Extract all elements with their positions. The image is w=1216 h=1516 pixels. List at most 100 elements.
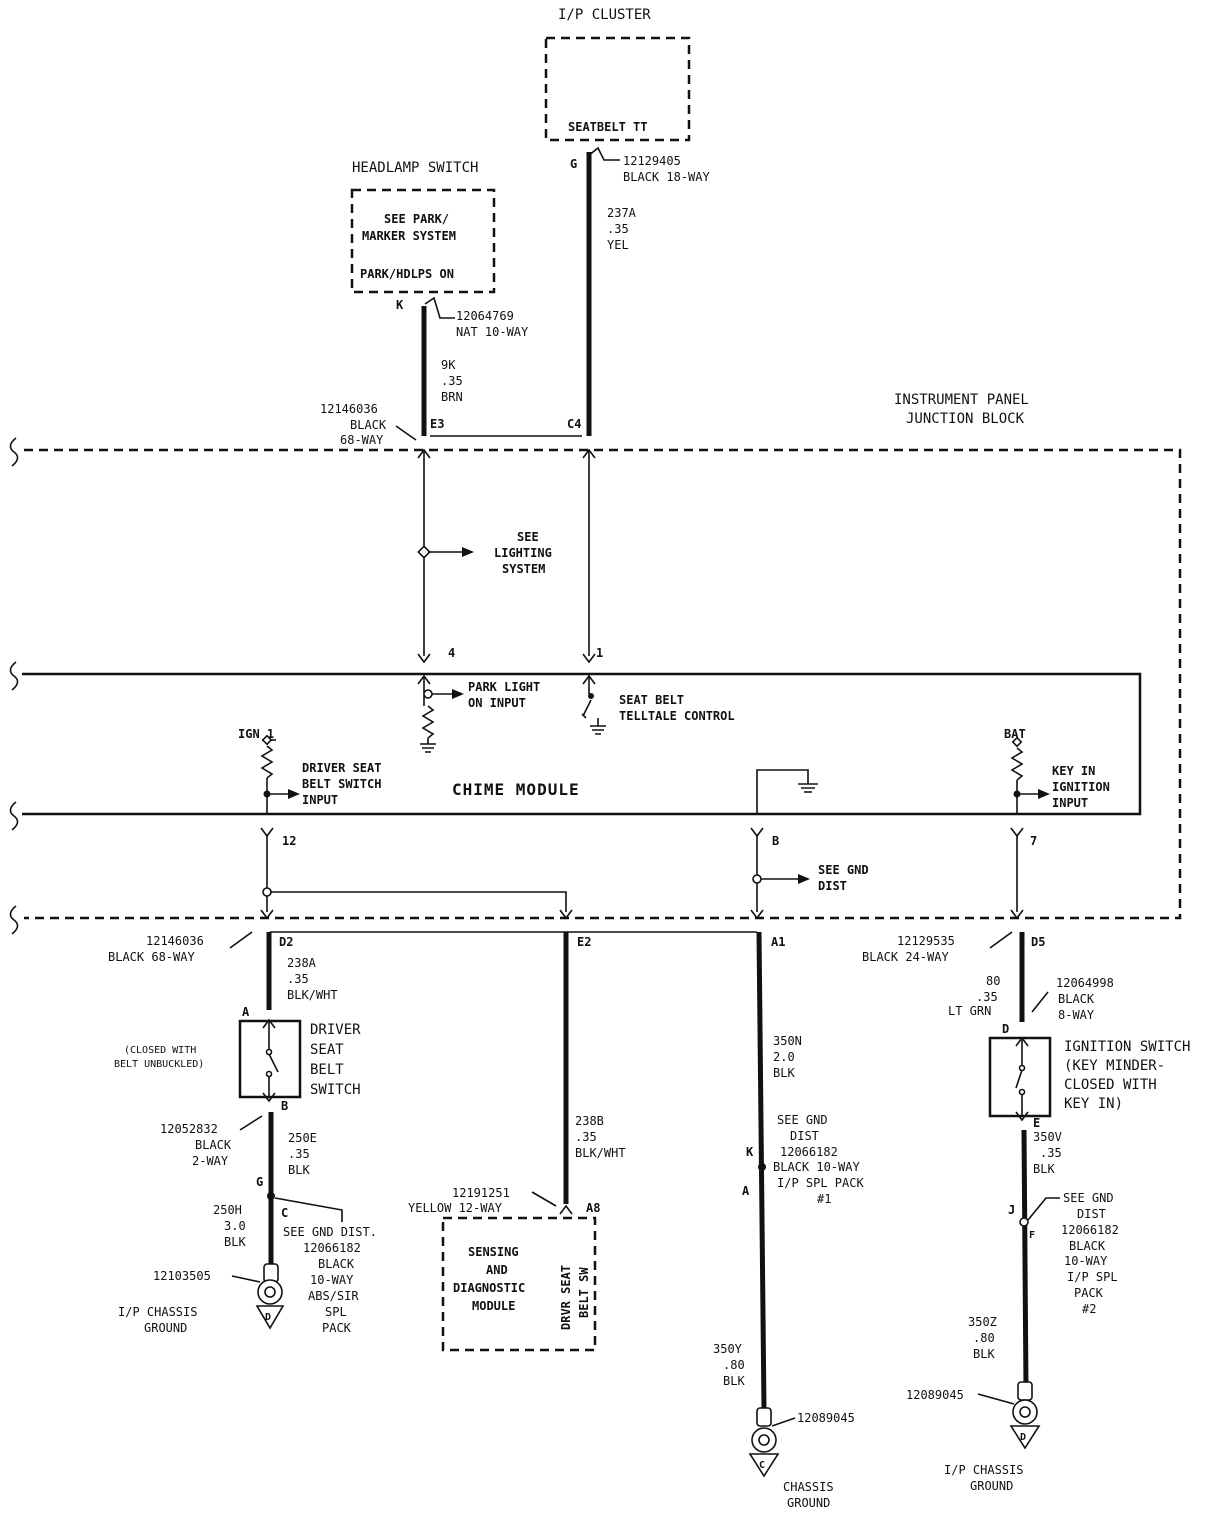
conn-leader (531, 1191, 557, 1207)
conn-12052832-way: 2-WAY (192, 1154, 229, 1168)
wire-350z-gauge: .80 (973, 1331, 995, 1345)
ring-terminal (756, 1407, 772, 1427)
terminal-arrow (559, 1204, 573, 1215)
terminal-arrow (417, 653, 431, 664)
ignition-line-2: (KEY MINDER- (1064, 1058, 1165, 1074)
park-light-1: PARK LIGHT (468, 680, 540, 694)
splice-mid-2: DIST (790, 1129, 819, 1143)
arrow-right-icon (1038, 789, 1050, 799)
node (752, 874, 762, 884)
conn-12064769-desc: NAT 10-WAY (456, 325, 529, 339)
ground-right-label-2: GROUND (970, 1479, 1013, 1493)
conn-12129405-part: 12129405 (623, 154, 681, 168)
driver-switch-note-2: BELT UNBUCKLED) (114, 1059, 204, 1070)
ground-middle-label-2: GROUND (787, 1496, 830, 1510)
junction-title-2: JUNCTION BLOCK (906, 411, 1025, 427)
wire-350n-color: BLK (773, 1066, 795, 1080)
wire-237a-color: YEL (607, 238, 629, 252)
ignition-line-4: KEY IN) (1064, 1096, 1123, 1112)
wire-238b-gauge: .35 (575, 1130, 597, 1144)
sdm-line-4: MODULE (472, 1299, 515, 1313)
node (265, 1048, 273, 1056)
wire-250h-color: BLK (224, 1235, 246, 1249)
splice-mid-5: I/P SPL PACK (777, 1176, 864, 1190)
conn-top-part: 12146036 (320, 402, 378, 416)
pin-e3: E3 (430, 417, 444, 431)
splice-point (267, 1192, 275, 1200)
splice-leader (1027, 1197, 1060, 1221)
splice-left-2: 12066182 (303, 1241, 361, 1255)
node (588, 693, 594, 699)
node (1018, 1064, 1026, 1072)
wire-350y-color: BLK (723, 1374, 745, 1388)
headlamp-switch-title: HEADLAMP SWITCH (352, 160, 478, 176)
splice-left-7: PACK (322, 1321, 352, 1335)
splice-mid-4: BLACK 10-WAY (773, 1160, 860, 1174)
driver-switch-line-2: SEAT (310, 1042, 344, 1058)
sdm-line-2: AND (486, 1263, 508, 1277)
wire-238b-color: BLK/WHT (575, 1146, 626, 1160)
node (263, 790, 271, 798)
pin-1: 1 (596, 646, 603, 660)
node (261, 734, 273, 746)
arrow-right-icon (452, 689, 464, 699)
splice-mid-3: 12066182 (780, 1145, 838, 1159)
pin-c4: C4 (567, 417, 581, 431)
node (265, 1070, 273, 1078)
node (1013, 790, 1021, 798)
switch-blade-icon (268, 1053, 279, 1073)
driver-input-2: BELT SWITCH (302, 777, 381, 791)
conn-leader (424, 296, 455, 319)
sdm-side-2: BELT SW (577, 1267, 591, 1318)
splice-mid-a: A (742, 1184, 750, 1198)
pin-b-internal: B (772, 834, 779, 848)
splice-right-3: 12066182 (1061, 1223, 1119, 1237)
splice-left-4: 10-WAY (310, 1273, 354, 1287)
headlamp-content-3: PARK/HDLPS ON (360, 267, 454, 281)
conn-12052832-color: BLACK (195, 1138, 232, 1152)
ip-cluster-title: I/P CLUSTER (558, 7, 651, 23)
junction-title-1: INSTRUMENT PANEL (894, 392, 1029, 408)
switch-icon (581, 699, 592, 719)
ip-cluster: I/P CLUSTER SEATBELT TT (544, 7, 691, 142)
node (262, 887, 272, 897)
terminal-arrow (262, 1018, 276, 1029)
splice-point (417, 545, 431, 559)
see-gnd-1: SEE GND (818, 863, 869, 877)
ground-right-letter: D (1020, 1432, 1026, 1443)
park-light-2: ON INPUT (468, 696, 526, 710)
ground-icon (420, 743, 436, 753)
driver-switch-note-1: (CLOSED WITH (124, 1045, 196, 1056)
ground-middle-part: 12089045 (797, 1411, 855, 1425)
terminal-arrow (559, 909, 573, 920)
see-gnd-2: DIST (818, 879, 847, 893)
break-mark (9, 437, 19, 467)
pin-g-cluster: G (570, 157, 577, 171)
conn-top-way: 68-WAY (340, 433, 384, 447)
splice-mid-1: SEE GND (777, 1113, 828, 1127)
wire-350n-350y (756, 931, 767, 1411)
sdm-box (441, 1216, 597, 1352)
pin-a-switch: A (242, 1005, 250, 1019)
terminal-arrow (1015, 1111, 1029, 1122)
ground-triangle-icon (1009, 1425, 1041, 1450)
ignition-line-1: IGNITION SWITCH (1064, 1039, 1190, 1055)
wire-9k-color: BRN (441, 390, 463, 404)
ground-icon (798, 783, 818, 793)
wire-250e-gauge: .35 (288, 1147, 310, 1161)
headlamp-switch: HEADLAMP SWITCH SEE PARK/ MARKER SYSTEM … (350, 160, 496, 294)
wire-237a-gauge: .35 (607, 222, 629, 236)
conn-12064998-color: BLACK (1058, 992, 1095, 1006)
pin-a1: A1 (771, 935, 785, 949)
pin-d5: D5 (1031, 935, 1045, 949)
wire-350n-circuit: 350N (773, 1034, 802, 1048)
driver-switch-line-1: DRIVER (310, 1022, 361, 1038)
headlamp-switch-box (350, 188, 496, 294)
conn-12064769-part: 12064769 (456, 309, 514, 323)
break-mark (9, 905, 19, 935)
splice-right-6: I/P SPL (1067, 1270, 1118, 1284)
splice-point (758, 1163, 766, 1171)
sdm-line-1: SENSING (468, 1245, 519, 1259)
ground-right-label-1: I/P CHASSIS (944, 1463, 1023, 1477)
splice-right-j: J (1008, 1203, 1015, 1217)
